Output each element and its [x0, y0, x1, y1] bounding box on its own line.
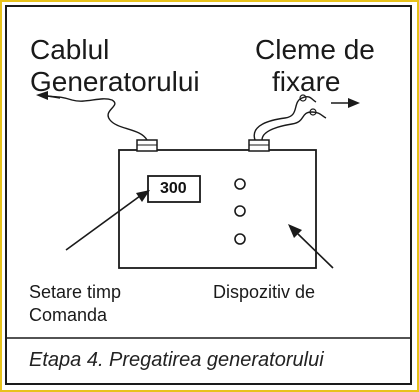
generator-box [118, 149, 317, 269]
timer-display-value: 300 [160, 180, 187, 197]
device-arrow [288, 224, 334, 269]
clamp-cable-1 [253, 95, 317, 141]
left-cable-arrow [36, 91, 61, 100]
clamps-label-line2: fixare [272, 66, 341, 97]
indicator-circle-2 [234, 205, 246, 217]
device-label: Dispozitiv de [213, 282, 316, 302]
timer-arrow [65, 190, 150, 251]
cable-label-line1: Cablul [30, 34, 110, 65]
right-connector [248, 139, 270, 152]
indicator-circle-3 [234, 233, 246, 245]
left-connector [136, 139, 158, 152]
timer-display-box [147, 175, 201, 203]
clamps-label-line1: Cleme de [255, 34, 375, 65]
clamp-cable-2 [261, 111, 327, 141]
right-clamp-arrow [331, 98, 360, 108]
generator-cable [45, 95, 148, 141]
caption: Etapa 4. Pregatirea generatorului [29, 349, 324, 371]
timer-label-line1: Setare timp [29, 282, 122, 302]
timer-label-line2: Comanda [29, 305, 108, 325]
cable-label-line2: Generatorului [30, 66, 200, 97]
indicator-circle-1 [234, 178, 246, 190]
inner-black-border [5, 5, 412, 385]
